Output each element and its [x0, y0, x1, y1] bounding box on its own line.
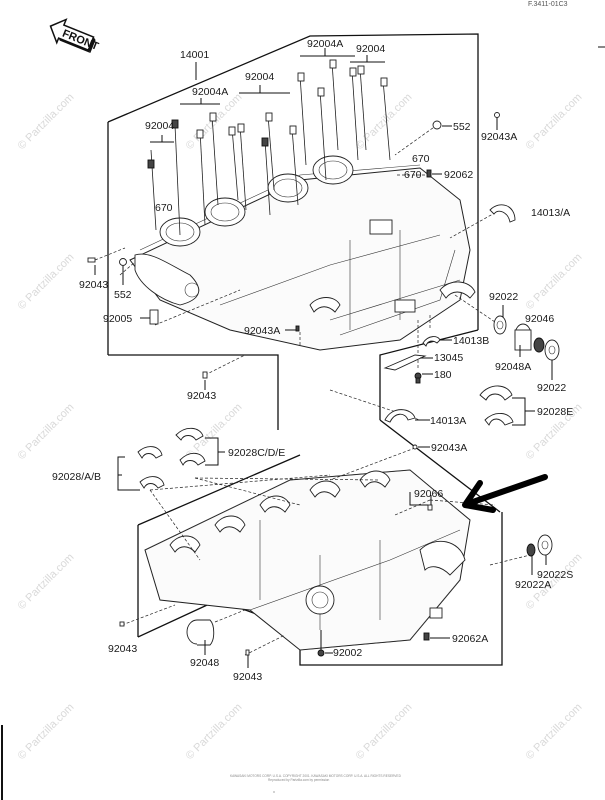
- part-label: 180: [434, 369, 452, 381]
- part-label: 92005: [103, 313, 132, 325]
- part-label: 552: [453, 121, 471, 133]
- part-label: 92043: [108, 643, 137, 655]
- frame-line: [379, 329, 479, 420]
- part-label: 92043A: [244, 325, 280, 337]
- copyright-line-1: KAWASAKI MOTORS CORP. U.S.A. COPYRIGHT 2…: [230, 774, 402, 778]
- part-label: 670: [155, 202, 173, 214]
- part-label: 14001: [180, 49, 209, 61]
- part-label: 92046: [525, 313, 554, 325]
- watermark: © Partzilla.com: [16, 401, 77, 462]
- part-label: 92004A: [307, 38, 343, 50]
- part-labels: 14001 92004A 92004 92004A 92004 92004 55…: [52, 38, 573, 683]
- leader-lines: [94, 48, 553, 668]
- part-label: 14013/A: [531, 207, 570, 219]
- part-label: 92043A: [481, 131, 517, 143]
- pointer-arrow-icon: [462, 474, 548, 513]
- part-label: 92066: [414, 488, 443, 500]
- part-label: 92062A: [452, 633, 488, 645]
- part-label: 552: [114, 289, 132, 301]
- part-label: 92043: [187, 390, 216, 402]
- part-label: 92062: [444, 169, 473, 181]
- upper-crankcase: [129, 155, 476, 351]
- frame-line: [108, 354, 279, 430]
- part-label: 14013A: [430, 415, 466, 427]
- part-label: 92022: [489, 291, 518, 303]
- part-label: 92004: [145, 120, 174, 132]
- part-label: 92002: [333, 647, 362, 659]
- assembly-lines: [94, 124, 531, 656]
- upper-case-frame: [107, 33, 479, 330]
- watermark: © Partzilla.com: [354, 91, 415, 152]
- part-label: 92022: [537, 382, 566, 394]
- dot: [273, 791, 275, 793]
- watermark: © Partzilla.com: [16, 701, 77, 762]
- watermark: © Partzilla.com: [184, 701, 245, 762]
- small-parts: [87, 112, 560, 657]
- front-direction-icon: FRONT: [49, 18, 100, 53]
- part-label: 92022S: [537, 569, 573, 581]
- part-label: 14013B: [453, 335, 489, 347]
- watermark: © Partzilla.com: [524, 251, 585, 312]
- part-label: 92028C/D/E: [228, 447, 285, 459]
- part-label: 670: [412, 153, 430, 165]
- part-label: 92022A: [515, 579, 551, 591]
- part-label: 92028/A/B: [52, 471, 101, 483]
- part-label: 92004A: [192, 86, 228, 98]
- watermark: © Partzilla.com: [354, 701, 415, 762]
- part-label: 670: [404, 169, 422, 181]
- part-label: 13045: [434, 352, 463, 364]
- watermark: © Partzilla.com: [16, 91, 77, 152]
- lower-crankcase: [144, 469, 471, 651]
- copyright-line-2: Reproduced by Partzilla.com by permissio…: [268, 778, 330, 782]
- watermark: © Partzilla.com: [16, 251, 77, 312]
- watermark: © Partzilla.com: [16, 551, 77, 612]
- part-label: 92043: [79, 279, 108, 291]
- part-label: 92043: [233, 671, 262, 683]
- part-label: 92004: [356, 43, 385, 55]
- part-label: 92028E: [537, 406, 573, 418]
- reference-code: F.3411-01C3: [528, 1, 568, 8]
- watermark: © Partzilla.com: [524, 701, 585, 762]
- part-label: 92048A: [495, 361, 531, 373]
- watermark: © Partzilla.com: [524, 91, 585, 152]
- cylinder-studs: [147, 59, 391, 236]
- lower-case-frame: [137, 454, 301, 526]
- part-label: 92004: [245, 71, 274, 83]
- part-label: 92048: [190, 657, 219, 669]
- part-label: 92043A: [431, 442, 467, 454]
